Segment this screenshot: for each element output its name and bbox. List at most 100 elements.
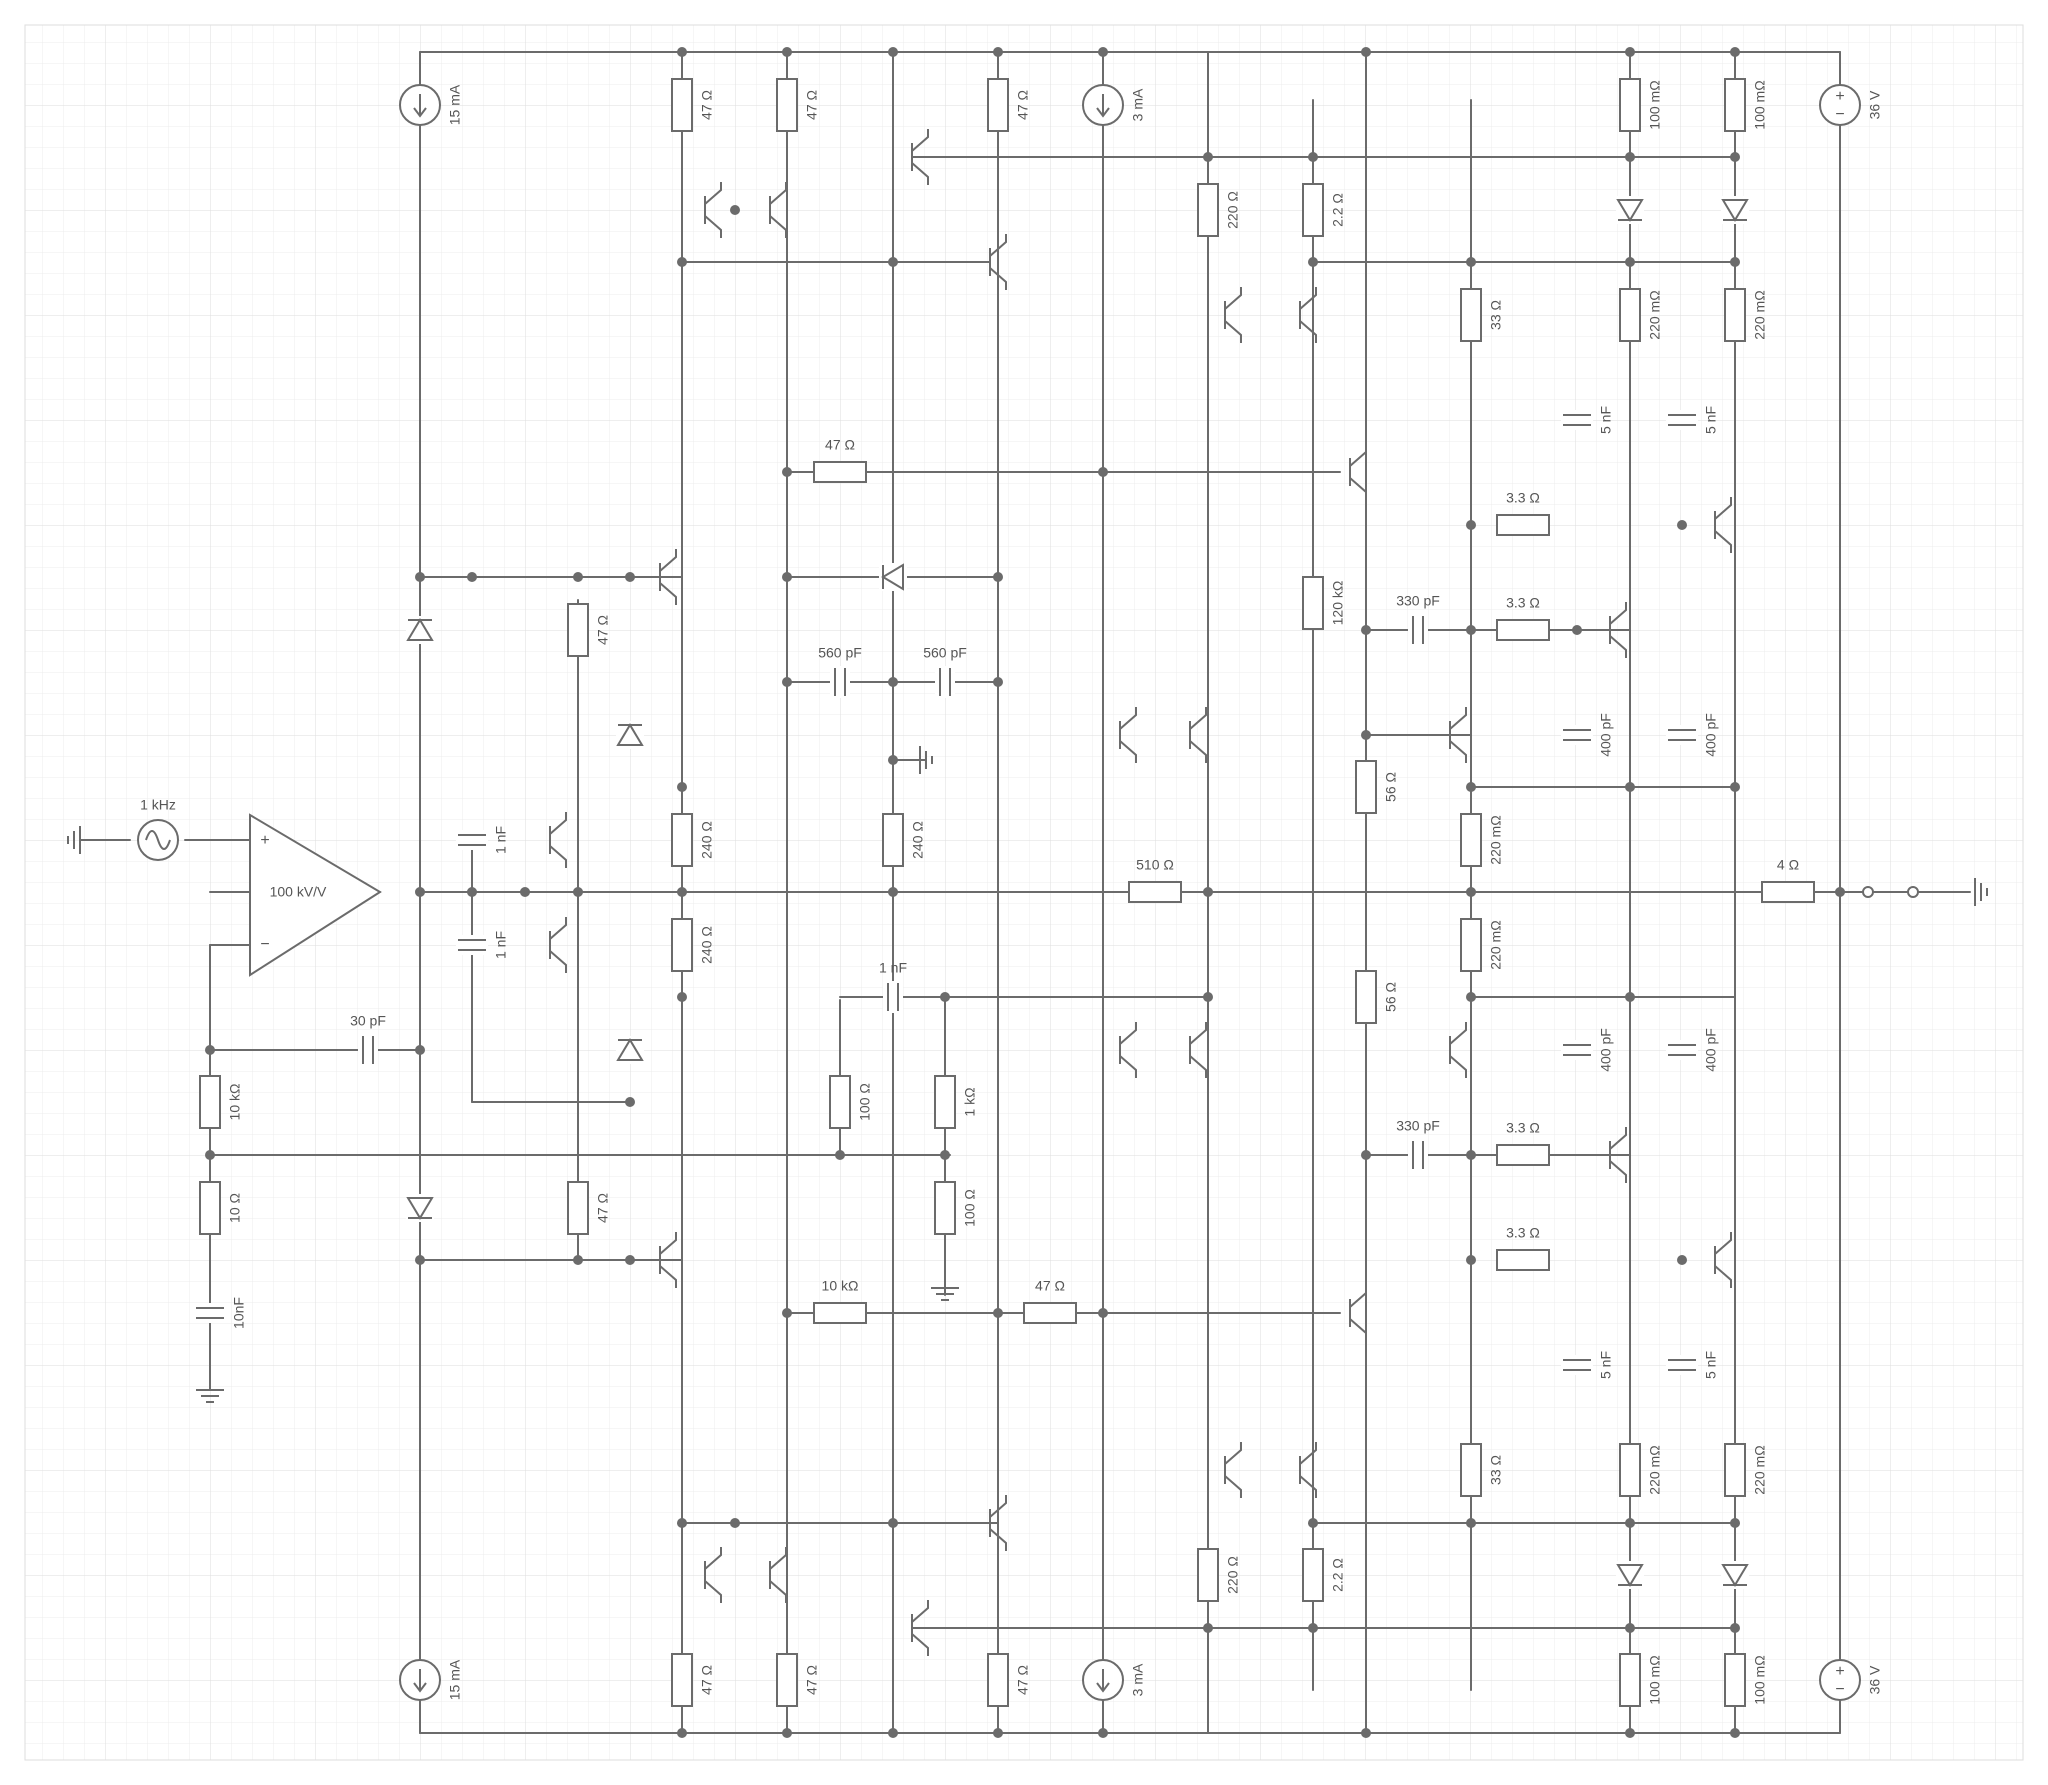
supply-source-top-minus: − [1835,106,1844,123]
capacitor-330p-b-label: 330 pF [1396,1118,1440,1134]
transistor-10 [1349,1285,1367,1341]
resistor-47-d-label: 47 Ω [699,1665,715,1695]
current-source-top-mid-label: 3 mA [1130,88,1146,121]
junction-dot [993,47,1003,57]
junction-dot [1098,1728,1108,1738]
junction-dot [415,1045,425,1055]
resistor-100m-d [1724,1653,1746,1707]
transistor-25 [704,1547,722,1603]
diode-top-a [1616,199,1644,222]
capacitor-330p-a-label: 330 pF [1396,593,1440,609]
resistor-33-a [1460,288,1482,342]
resistor-100-b [934,1181,956,1235]
resistor-2p2-b-label: 2.2 Ω [1330,1558,1346,1592]
resistor-100m-b-label: 100 mΩ [1752,80,1768,129]
junction-dot [1677,520,1687,530]
capacitor-560p-b-label: 560 pF [923,645,967,661]
resistor-220m-e [1460,813,1482,867]
capacitor-5n-d-label: 5 nF [1703,1351,1719,1379]
resistor-47-c-label: 47 Ω [1015,90,1031,120]
junction-dot [1361,625,1371,635]
resistor-510 [1128,881,1182,903]
resistor-47-h-label: 47 Ω [1035,1278,1065,1294]
junction-dot [730,205,740,215]
junction-dot [1466,1518,1476,1528]
junction-dot [1466,1255,1476,1265]
resistor-2p2-b [1302,1548,1324,1602]
junction-dot [1361,730,1371,740]
junction-dot [1466,782,1476,792]
junction-dot [1098,47,1108,57]
resistor-33-b [1460,1443,1482,1497]
junction-dot [1466,887,1476,897]
junction-dot [1308,1518,1318,1528]
supply-source-top-label: 36 V [1867,90,1883,119]
transistor-2 [769,182,787,238]
resistor-47-a [671,78,693,132]
capacitor-30p-label: 30 pF [350,1013,386,1029]
resistor-3p3-d-label: 3.3 Ω [1506,1225,1540,1241]
supply-source-bottom-plus: + [1835,1663,1844,1680]
output-terminal-b [1907,886,1919,898]
junction-dot [1203,992,1213,1002]
resistor-510-label: 510 Ω [1136,857,1174,873]
transistor-18 [1609,1127,1627,1183]
resistor-240-a [671,813,693,867]
diode-top-b [1721,199,1749,222]
current-source-top-mid-arrow [1096,94,1110,118]
resistor-47-d [671,1653,693,1707]
capacitor-400p-a [1563,729,1591,741]
transistor-21 [1119,707,1137,763]
capacitor-400p-d-label: 400 pF [1703,1028,1719,1072]
resistor-100m-b [1724,78,1746,132]
junction-dot [888,1728,898,1738]
capacitor-5n-a [1563,414,1591,426]
junction-dot [1466,257,1476,267]
capacitor-330p-a [1412,616,1424,644]
junction-dot [1203,887,1213,897]
resistor-220m-d-label: 220 mΩ [1752,1445,1768,1494]
resistor-3p3-c-label: 3.3 Ω [1506,1120,1540,1136]
resistor-100-b-label: 100 Ω [962,1189,978,1227]
junction-dot [888,257,898,267]
capacitor-330p-b [1412,1141,1424,1169]
transistor-9 [1349,444,1367,500]
junction-dot [1730,257,1740,267]
resistor-240-b-label: 240 Ω [910,821,926,859]
junction-dot [993,572,1003,582]
junction-dot [1625,992,1635,1002]
resistor-47-c [987,78,1009,132]
ground-output [1974,878,1988,906]
junction-dot [1625,152,1635,162]
capacitor-5n-a-label: 5 nF [1598,406,1614,434]
resistor-47-b [776,78,798,132]
opamp-gain-label: 100 kV/V [270,884,327,900]
transistor-3 [911,129,929,185]
resistor-10k-b-label: 10 kΩ [822,1278,859,1294]
resistor-10 [199,1181,221,1235]
opamp-plus-sign: + [260,832,269,849]
junction-dot [677,782,687,792]
resistor-47-g [813,461,867,483]
capacitor-1n-b-label: 1 nF [493,931,509,959]
ground-left [196,1389,224,1403]
junction-dot [1098,467,1108,477]
transistor-19 [1714,497,1732,553]
resistor-220m-f-label: 220 mΩ [1488,920,1504,969]
transistor-14 [1299,1442,1317,1498]
junction-dot [625,1255,635,1265]
junction-dot [835,1150,845,1160]
capacitor-1n-a-label: 1 nF [493,826,509,854]
resistor-47-i-label: 47 Ω [595,615,611,645]
capacitor-5n-b [1668,414,1696,426]
resistor-3p3-a-label: 3.3 Ω [1506,490,1540,506]
junction-dot [1625,1518,1635,1528]
supply-source-top [1819,84,1861,126]
capacitor-10n [196,1307,224,1319]
resistor-3p3-b-label: 3.3 Ω [1506,595,1540,611]
resistor-100m-a [1619,78,1641,132]
resistor-220m-f [1460,918,1482,972]
junction-dot [940,1150,950,1160]
transistor-1 [704,182,722,238]
